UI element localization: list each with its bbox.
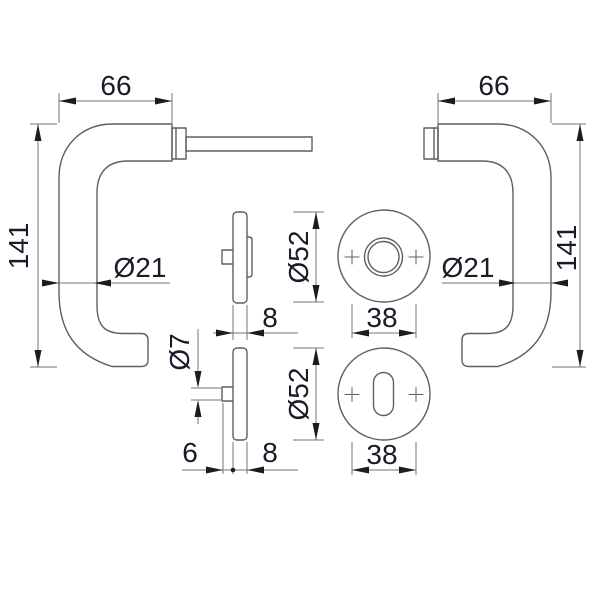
escutcheon-front-view bbox=[337, 347, 431, 441]
dim-arrow bbox=[312, 285, 320, 302]
escutcheon-side-hub-tab bbox=[221, 386, 234, 402]
dim-arrow bbox=[42, 279, 59, 287]
keyhole bbox=[372, 371, 395, 417]
dim-label-hub-hole-diameter: Ø7 bbox=[164, 333, 195, 370]
dim-label-rose-screw-spacing: 38 bbox=[366, 302, 397, 333]
dim-arrow bbox=[34, 124, 42, 141]
escutcheon-screw-marks bbox=[344, 387, 424, 402]
dim-arrow bbox=[399, 329, 416, 337]
spindle-bar bbox=[185, 136, 313, 152]
left-handle-outline bbox=[58, 123, 173, 368]
rose-front-view bbox=[337, 209, 431, 303]
dim-label-left-grip-diameter: Ø21 bbox=[114, 252, 167, 283]
rose-side-bump bbox=[246, 236, 253, 278]
right-handle-ferrule bbox=[423, 127, 439, 160]
right-handle-outline bbox=[437, 123, 552, 368]
dim-arrow bbox=[438, 97, 455, 105]
dim-arrow bbox=[247, 329, 264, 337]
dim-arrow bbox=[59, 97, 76, 105]
rose-side-hub-tab bbox=[221, 249, 234, 265]
dimension-lines-layer bbox=[30, 93, 586, 475]
dim-label-escutcheon-thickness: 8 bbox=[262, 437, 278, 468]
dimension-text-layer: 66 66 141 141 Ø21 Ø21 Ø52 38 8 Ø52 38 8 … bbox=[3, 70, 582, 470]
rose-side-view bbox=[232, 211, 248, 304]
dim-arrow bbox=[576, 124, 584, 141]
dim-arrow bbox=[216, 329, 233, 337]
dim-arrow bbox=[155, 97, 172, 105]
dim-label-right-height: 141 bbox=[551, 225, 582, 272]
dim-label-hub-projection: 6 bbox=[182, 437, 198, 468]
dim-arrow bbox=[247, 466, 264, 474]
rose-screw-marks bbox=[344, 249, 424, 265]
dim-boundary-dot bbox=[230, 467, 236, 473]
dim-label-right-width: 66 bbox=[478, 70, 509, 101]
dim-arrow bbox=[551, 279, 568, 287]
dim-arrow bbox=[399, 466, 416, 474]
dim-arrow bbox=[312, 212, 320, 229]
rose-center-hole-inner bbox=[367, 240, 400, 274]
dim-arrow bbox=[352, 329, 369, 337]
dim-arrow bbox=[312, 348, 320, 365]
geometry-layer bbox=[58, 123, 552, 441]
dim-arrow bbox=[499, 279, 516, 287]
left-handle-ferrule bbox=[171, 127, 187, 160]
dim-arrow bbox=[352, 466, 369, 474]
dim-label-escutcheon-diameter: Ø52 bbox=[283, 368, 314, 421]
dim-label-rose-diameter: Ø52 bbox=[283, 231, 314, 284]
escutcheon-side-view bbox=[232, 347, 248, 441]
dim-label-left-height: 141 bbox=[3, 223, 34, 270]
dim-arrow bbox=[34, 350, 42, 367]
arrowheads-layer bbox=[34, 97, 584, 474]
dim-arrow bbox=[312, 423, 320, 440]
dim-arrow bbox=[94, 279, 111, 287]
dim-label-left-width: 66 bbox=[100, 70, 131, 101]
dim-label-escutcheon-screw-spacing: 38 bbox=[366, 439, 397, 470]
dim-arrow bbox=[206, 466, 223, 474]
dim-arrow bbox=[194, 371, 202, 388]
dim-label-rose-thickness: 8 bbox=[262, 302, 278, 333]
rose-center-hole-outer bbox=[363, 237, 404, 277]
dim-arrow bbox=[194, 400, 202, 417]
dim-arrow bbox=[534, 97, 551, 105]
dim-label-right-grip-diameter: Ø21 bbox=[442, 252, 495, 283]
dim-arrow bbox=[576, 350, 584, 367]
